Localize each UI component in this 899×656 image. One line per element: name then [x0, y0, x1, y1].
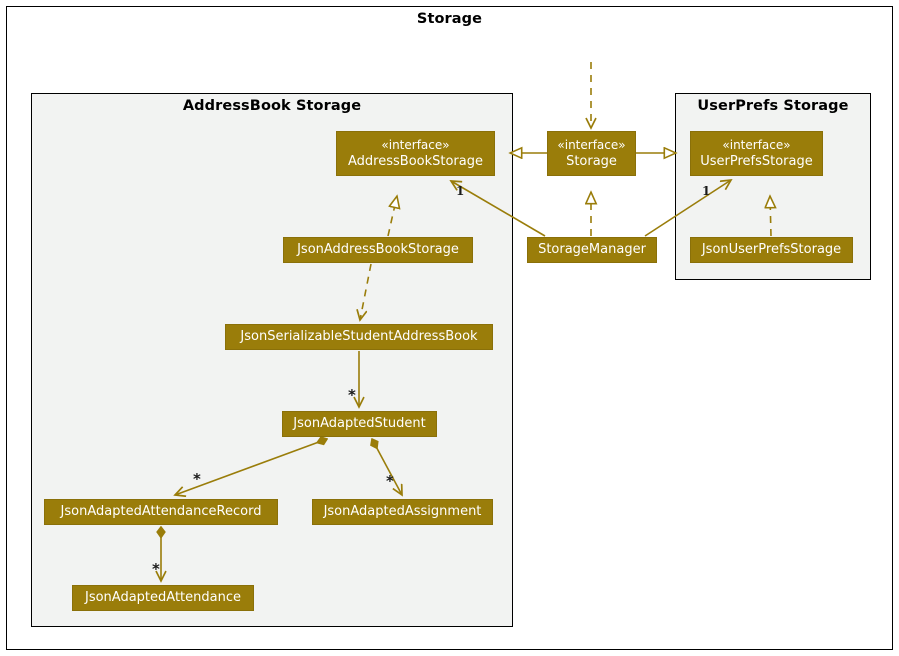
class-node-jsonadaptedattendancerecord[interactable]: JsonAdaptedAttendanceRecord [44, 499, 278, 525]
package-title-userprefs-storage: UserPrefs Storage [697, 98, 849, 114]
class-name-label: JsonAdaptedAssignment [323, 504, 482, 520]
class-name-label: JsonAdaptedStudent [293, 416, 426, 432]
package-frame-addressbook-storage: AddressBook Storage [31, 93, 513, 627]
stereotype-label: «interface» [557, 137, 626, 152]
stereotype-label: «interface» [722, 137, 791, 152]
class-node-addressbookstorage[interactable]: «interface» AddressBookStorage [336, 131, 495, 176]
class-name-label: StorageManager [538, 242, 646, 258]
class-node-jsonadaptedassignment[interactable]: JsonAdaptedAssignment [312, 499, 493, 525]
class-node-userprefsstorage[interactable]: «interface» UserPrefsStorage [690, 131, 823, 176]
class-node-jsonadaptedattendance[interactable]: JsonAdaptedAttendance [72, 585, 254, 611]
class-name-label: UserPrefsStorage [700, 153, 813, 169]
class-name-label: JsonAdaptedAttendanceRecord [60, 504, 262, 520]
class-name-label: JsonAddressBookStorage [297, 242, 459, 258]
multiplicity-label-jsonadaptedattendance: * [152, 560, 160, 578]
class-name-label: AddressBookStorage [348, 153, 483, 169]
class-node-jsonserializablestudentaddressbook[interactable]: JsonSerializableStudentAddressBook [225, 324, 493, 350]
class-node-storagemanager[interactable]: StorageManager [527, 237, 657, 263]
package-title-storage: Storage [416, 11, 483, 27]
multiplicity-label-jsonadaptedassignment: * [386, 472, 394, 490]
class-node-jsonuserprefsstorage[interactable]: JsonUserPrefsStorage [690, 237, 853, 263]
package-title-addressbook-storage: AddressBook Storage [182, 98, 362, 114]
class-node-storage[interactable]: «interface» Storage [547, 131, 636, 176]
multiplicity-label-addressbookstorage: 1 [456, 184, 465, 198]
class-name-label: Storage [566, 153, 617, 169]
class-name-label: JsonAdaptedAttendance [85, 590, 241, 606]
multiplicity-label-userprefsstorage: 1 [702, 184, 711, 198]
stereotype-label: «interface» [381, 137, 450, 152]
class-name-label: JsonUserPrefsStorage [701, 242, 842, 258]
class-node-jsonaddressbookstorage[interactable]: JsonAddressBookStorage [283, 237, 473, 263]
multiplicity-label-jsonadaptedstudent: * [348, 386, 356, 404]
class-name-label: JsonSerializableStudentAddressBook [240, 329, 478, 345]
multiplicity-label-jsonadaptedattendancerecord: * [193, 470, 201, 488]
class-node-jsonadaptedstudent[interactable]: JsonAdaptedStudent [282, 411, 437, 437]
